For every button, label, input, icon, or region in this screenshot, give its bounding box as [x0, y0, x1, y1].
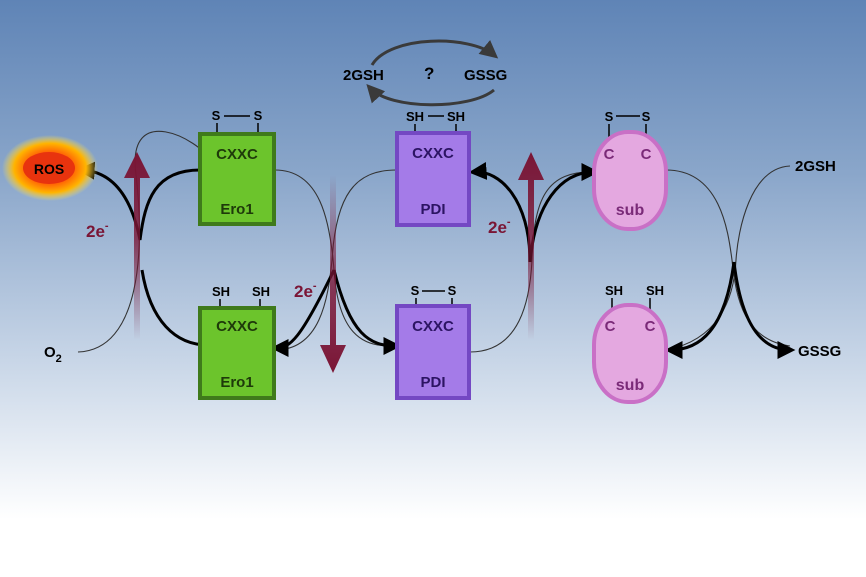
- ero1-top: S S CXXC Ero1: [198, 108, 276, 226]
- electron-labels: 2e- 2e- 2e-: [86, 216, 511, 301]
- sub-bottom-residue-left: C: [605, 318, 616, 335]
- sub-bottom-name: sub: [616, 377, 645, 394]
- arrow-to-sub-bottom: [664, 261, 736, 359]
- electron-arrow-down: [320, 175, 346, 373]
- pdi-bottom-motif: CXXC: [412, 318, 454, 335]
- connector-2gsh-sub: [665, 165, 791, 351]
- ero1-bottom-box: [198, 306, 276, 400]
- connector-o2: [77, 130, 211, 353]
- sub-top-residue-right: C: [641, 146, 652, 163]
- reduced-glutathione-label: 2GSH: [795, 158, 836, 175]
- cycle-question-mark: ?: [424, 64, 434, 83]
- electron-label-middle: 2e-: [294, 280, 317, 301]
- pdi-top-left-bond: SH: [406, 109, 424, 124]
- ero1-bottom: SH SH CXXC Ero1: [198, 284, 276, 400]
- pdi-top: SH SH CXXC PDI: [395, 109, 471, 227]
- ros-burst: ROS: [2, 135, 98, 201]
- electron-label-right: 2e-: [488, 216, 511, 237]
- sub-top-name: sub: [616, 202, 645, 219]
- cycle-left-label: 2GSH: [343, 67, 384, 84]
- ero1-bottom-name: Ero1: [220, 374, 253, 391]
- oxidized-glutathione-label: GSSG: [798, 343, 841, 360]
- arrow-to-pdi-top: [468, 162, 532, 263]
- substrate-bottom: SH SH C C sub: [592, 283, 668, 404]
- sub-bottom-right-bond: SH: [646, 283, 664, 298]
- pdi-bottom-box: [395, 304, 471, 400]
- electron-arrow-up-right: [518, 152, 544, 340]
- pdi-top-right-bond: SH: [447, 109, 465, 124]
- arrow-to-pdi-bottom: [332, 269, 402, 355]
- substrate-top: S S C C sub: [592, 109, 668, 231]
- ero1-bottom-motif: CXXC: [216, 318, 258, 335]
- ero1-top-motif: CXXC: [216, 146, 258, 163]
- sub-bottom-residue-right: C: [645, 318, 656, 335]
- arrow-to-sub-top: [528, 163, 600, 263]
- ros-core: [23, 152, 75, 184]
- cycle-arrow-forward: [370, 39, 499, 66]
- ros-label: ROS: [34, 161, 64, 177]
- connector-sub-gssg: [665, 169, 791, 347]
- ero1-top-left-bond: S: [212, 108, 221, 123]
- sub-bottom-shape: [592, 303, 668, 404]
- ero1-top-name: Ero1: [220, 201, 253, 218]
- pdi-bottom-right-bond: S: [448, 283, 457, 298]
- glutathione-cycle: 2GSH ? GSSG: [343, 39, 507, 107]
- electron-label-left: 2e-: [86, 220, 109, 241]
- sub-top-residue-left: C: [604, 146, 615, 163]
- pdi-bottom-name: PDI: [420, 374, 445, 391]
- electron-arrow-up-left: [124, 152, 150, 340]
- cycle-arrow-back: [366, 84, 495, 107]
- cycle-right-label: GSSG: [464, 67, 507, 84]
- ero1-top-right-bond: S: [254, 108, 263, 123]
- oxygen-label: O2: [44, 344, 62, 365]
- sub-top-right-bond: S: [642, 109, 651, 124]
- pdi-top-box: [395, 131, 471, 227]
- pdi-bottom: S S CXXC PDI: [395, 283, 471, 400]
- sub-top-left-bond: S: [605, 109, 614, 124]
- ero1-bottom-left-bond: SH: [212, 284, 230, 299]
- sub-bottom-left-bond: SH: [605, 283, 623, 298]
- ero1-top-box: [198, 132, 276, 226]
- arrow-to-ero1-bottom: [270, 269, 336, 357]
- pdi-top-motif: CXXC: [412, 145, 454, 162]
- arrow-to-gssg: [732, 261, 796, 359]
- ero1-bottom-right-bond: SH: [252, 284, 270, 299]
- connector-ero1-pdi-a: [274, 169, 399, 347]
- electron-arrows: [124, 152, 544, 373]
- pdi-top-name: PDI: [420, 201, 445, 218]
- sub-top-shape: [592, 130, 668, 231]
- pdi-bottom-left-bond: S: [411, 283, 420, 298]
